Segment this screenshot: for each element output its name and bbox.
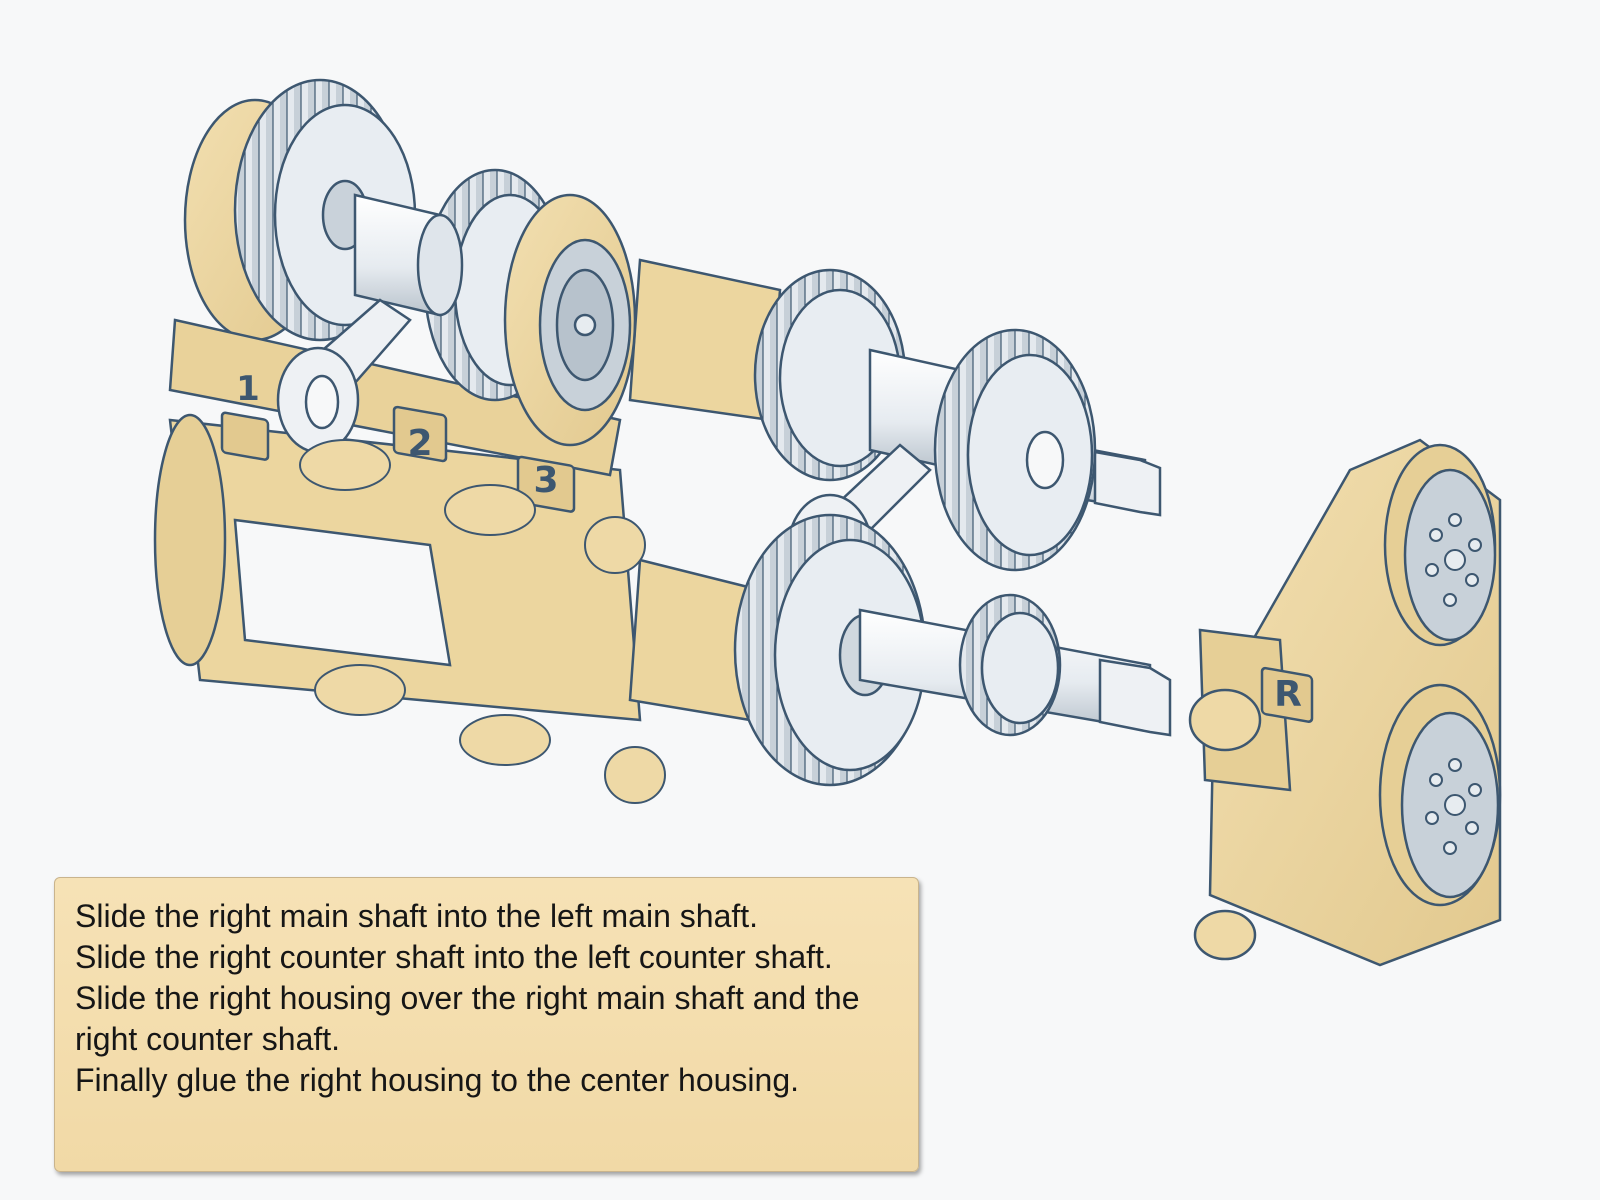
right-housing-bolt-ring-top xyxy=(1425,513,1482,607)
instruction-line-3: Slide the right housing over the right m… xyxy=(75,980,860,1057)
gear-label-2: 2 xyxy=(407,423,432,464)
gear-slot-label-2: 2 xyxy=(392,405,448,464)
gear-label-1: 1 xyxy=(236,369,260,409)
instruction-line-4: Finally glue the right housing to the ce… xyxy=(75,1062,800,1098)
instruction-line-2: Slide the right counter shaft into the l… xyxy=(75,939,833,975)
right-upper-gear-b xyxy=(933,328,1097,572)
gear-slot-label-1: 1 xyxy=(220,369,270,461)
gear-slot-label-r: R xyxy=(1260,666,1314,723)
instruction-callout: Slide the right main shaft into the left… xyxy=(54,877,919,1172)
gear-label-3: 3 xyxy=(533,460,558,501)
gear-label-r: R xyxy=(1274,674,1302,715)
center-housing xyxy=(503,193,782,722)
instruction-line-1: Slide the right main shaft into the left… xyxy=(75,898,759,934)
left-main-shaft-collar xyxy=(353,193,464,317)
right-housing-bolt-ring-bottom xyxy=(1425,758,1482,855)
housing-pegs xyxy=(299,439,666,804)
right-counter-gear-small xyxy=(958,593,1062,737)
gear-slot-label-3: 3 xyxy=(516,455,576,513)
